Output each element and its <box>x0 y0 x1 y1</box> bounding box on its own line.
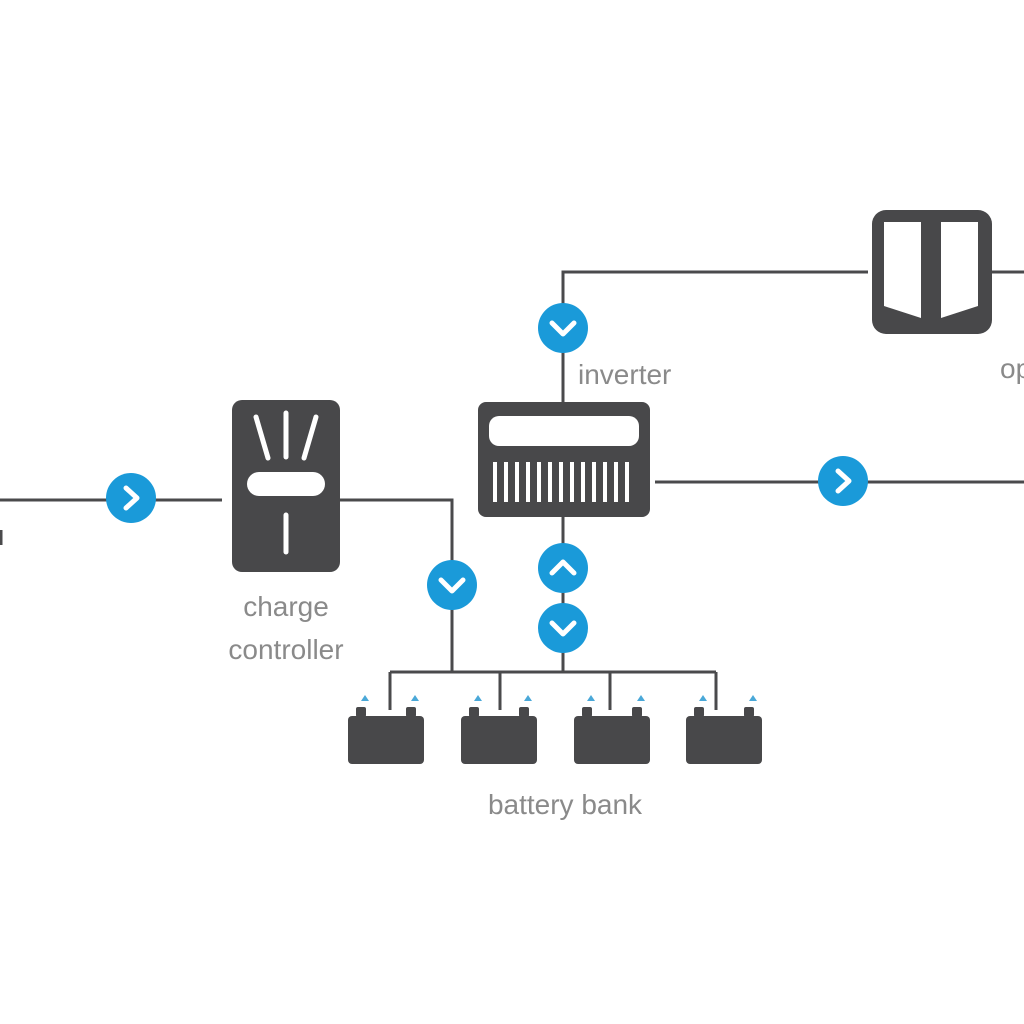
flow-arrow-icon <box>106 473 156 523</box>
wiring <box>0 270 1024 710</box>
battery-bank-label: battery bank <box>488 789 643 820</box>
charge-controller-icon <box>232 400 340 572</box>
charge-controller-label-line2: controller <box>228 634 343 665</box>
battery-bank <box>348 695 762 764</box>
flow-arrow-icon <box>427 560 477 610</box>
op-label-partial: op <box>1000 353 1024 384</box>
flow-arrow-icon <box>538 603 588 653</box>
inverter-icon <box>478 402 650 517</box>
flow-arrow-icon <box>818 456 868 506</box>
wire-inverter-to-meter <box>561 270 868 402</box>
wire-controller-to-bus <box>340 498 454 672</box>
battery-icon <box>574 695 650 764</box>
charge-controller-label-line1: charge <box>243 591 329 622</box>
flow-arrow-icon <box>538 303 588 353</box>
battery-icon <box>686 695 762 764</box>
battery-icon <box>461 695 537 764</box>
meter-icon <box>872 210 992 334</box>
battery-icon <box>348 695 424 764</box>
inverter-label: inverter <box>578 359 671 390</box>
flow-arrow-icon <box>538 543 588 593</box>
